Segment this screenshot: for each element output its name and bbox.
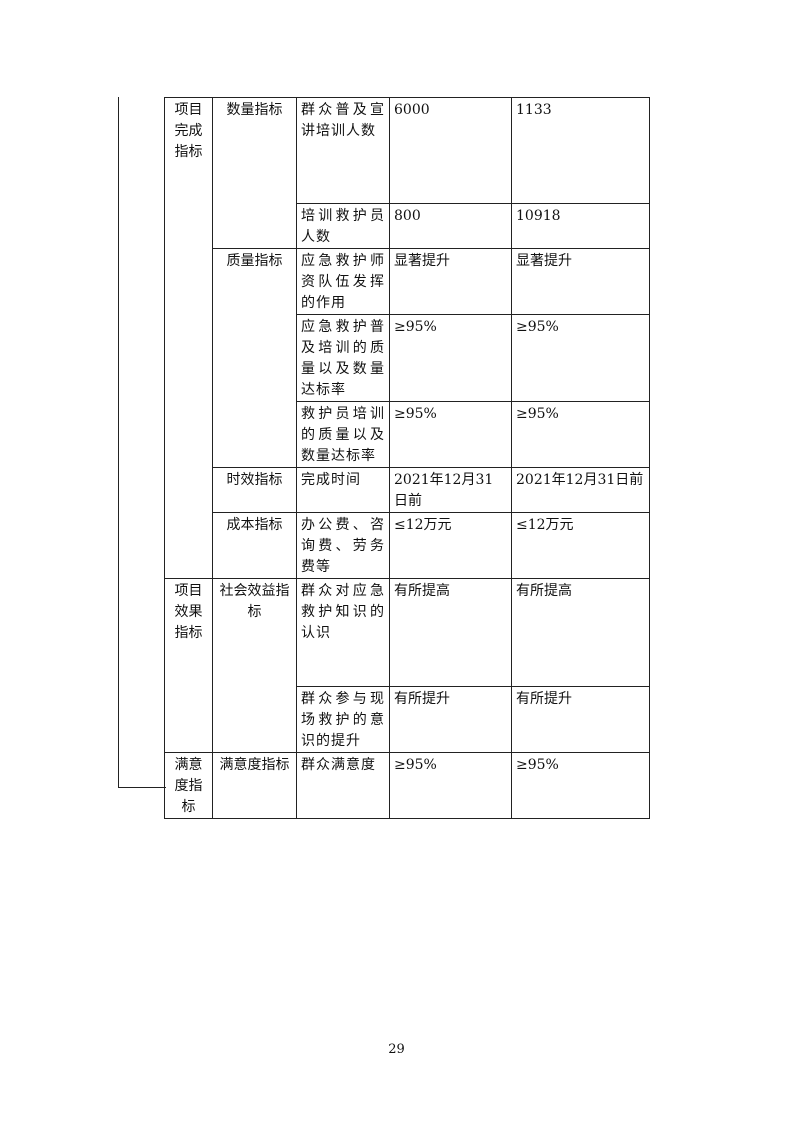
target-value-cell: ≤12万元	[389, 512, 512, 579]
indicator-name-cell: 群众参与现场救护的意识的提升	[296, 686, 390, 753]
category-social-benefit-cell: 社会效益指标	[212, 578, 297, 753]
actual-value-cell: 10918	[511, 203, 650, 249]
category-cost-cell: 成本指标	[212, 512, 297, 579]
table-row: 质量指标 应急救护师资队伍发挥的作用 显著提升 显著提升	[165, 248, 650, 468]
actual-value-cell: 显著提升	[511, 248, 650, 315]
actual-value-cell: ≥95%	[511, 752, 650, 819]
section-effect-cell: 项目效果指标	[164, 578, 213, 753]
indicator-name-cell: 群众对应急救护知识的认识	[296, 578, 390, 687]
table-row: 项目效果指标 社会效益指标 群众对应急救护知识的认识 有所提高 有所提高	[164, 578, 650, 753]
indicator-name-cell: 应急救护师资队伍发挥的作用	[296, 248, 390, 315]
actual-value-cell: ≥95%	[511, 401, 650, 468]
indicator-name-cell: 应急救护普及培训的质量以及数量达标率	[296, 314, 390, 402]
indicator-name-cell: 完成时间	[296, 467, 390, 513]
performance-indicator-table: 项目完成指标 数量指标 群众普及宣讲培训人数 6000 1133 培训救护员人数…	[164, 97, 650, 819]
target-value-cell: 6000	[389, 97, 512, 204]
table-row: 项目完成指标 数量指标 群众普及宣讲培训人数 6000 1133	[164, 97, 650, 579]
target-value-cell: 有所提高	[389, 578, 512, 687]
target-value-cell: ≥95%	[389, 401, 512, 468]
target-value-cell: ≥95%	[389, 314, 512, 402]
category-satisfaction-cell: 满意度指标	[212, 752, 297, 819]
indicator-name-cell: 群众普及宣讲培训人数	[296, 97, 390, 204]
indicator-name-cell: 救护员培训的质量以及数量达标率	[296, 401, 390, 468]
actual-value-cell: 有所提高	[511, 578, 650, 687]
table-row: 培训救护员人数 800 10918	[165, 203, 650, 249]
indicator-name-cell: 群众满意度	[296, 752, 390, 819]
section-completion-cell: 项目完成指标	[164, 97, 213, 579]
page-number: 29	[388, 1042, 405, 1057]
indicator-name-cell: 办公费、咨询费、劳务费等	[296, 512, 390, 579]
actual-value-cell: 有所提升	[511, 686, 650, 753]
actual-value-cell: 1133	[511, 97, 650, 204]
category-quantity-cell: 数量指标	[212, 97, 297, 249]
table-row: 救护员培训的质量以及数量达标率 ≥95% ≥95%	[165, 401, 650, 468]
actual-value-cell: ≤12万元	[511, 512, 650, 579]
indicator-name-cell: 培训救护员人数	[296, 203, 390, 249]
page-frame-bottom-line	[118, 787, 166, 788]
target-value-cell: 显著提升	[389, 248, 512, 315]
target-value-cell: 800	[389, 203, 512, 249]
actual-value-cell: 2021年12月31日前	[511, 467, 650, 513]
table-row: 满意度指标 满意度指标 群众满意度 ≥95% ≥95%	[164, 752, 650, 819]
table-row: 成本指标 办公费、咨询费、劳务费等 ≤12万元 ≤12万元	[165, 512, 650, 579]
actual-value-cell: ≥95%	[511, 314, 650, 402]
category-timeliness-cell: 时效指标	[212, 467, 297, 513]
section-satisfaction-cell: 满意度指标	[164, 752, 213, 819]
category-quality-cell: 质量指标	[212, 248, 297, 468]
table-row: 应急救护普及培训的质量以及数量达标率 ≥95% ≥95%	[165, 314, 650, 402]
target-value-cell: ≥95%	[389, 752, 512, 819]
target-value-cell: 有所提升	[389, 686, 512, 753]
target-value-cell: 2021年12月31日前	[389, 467, 512, 513]
page-frame-left-line	[118, 97, 119, 788]
table-row: 群众参与现场救护的意识的提升 有所提升 有所提升	[165, 686, 650, 753]
table-row: 时效指标 完成时间 2021年12月31日前 2021年12月31日前	[165, 467, 650, 513]
